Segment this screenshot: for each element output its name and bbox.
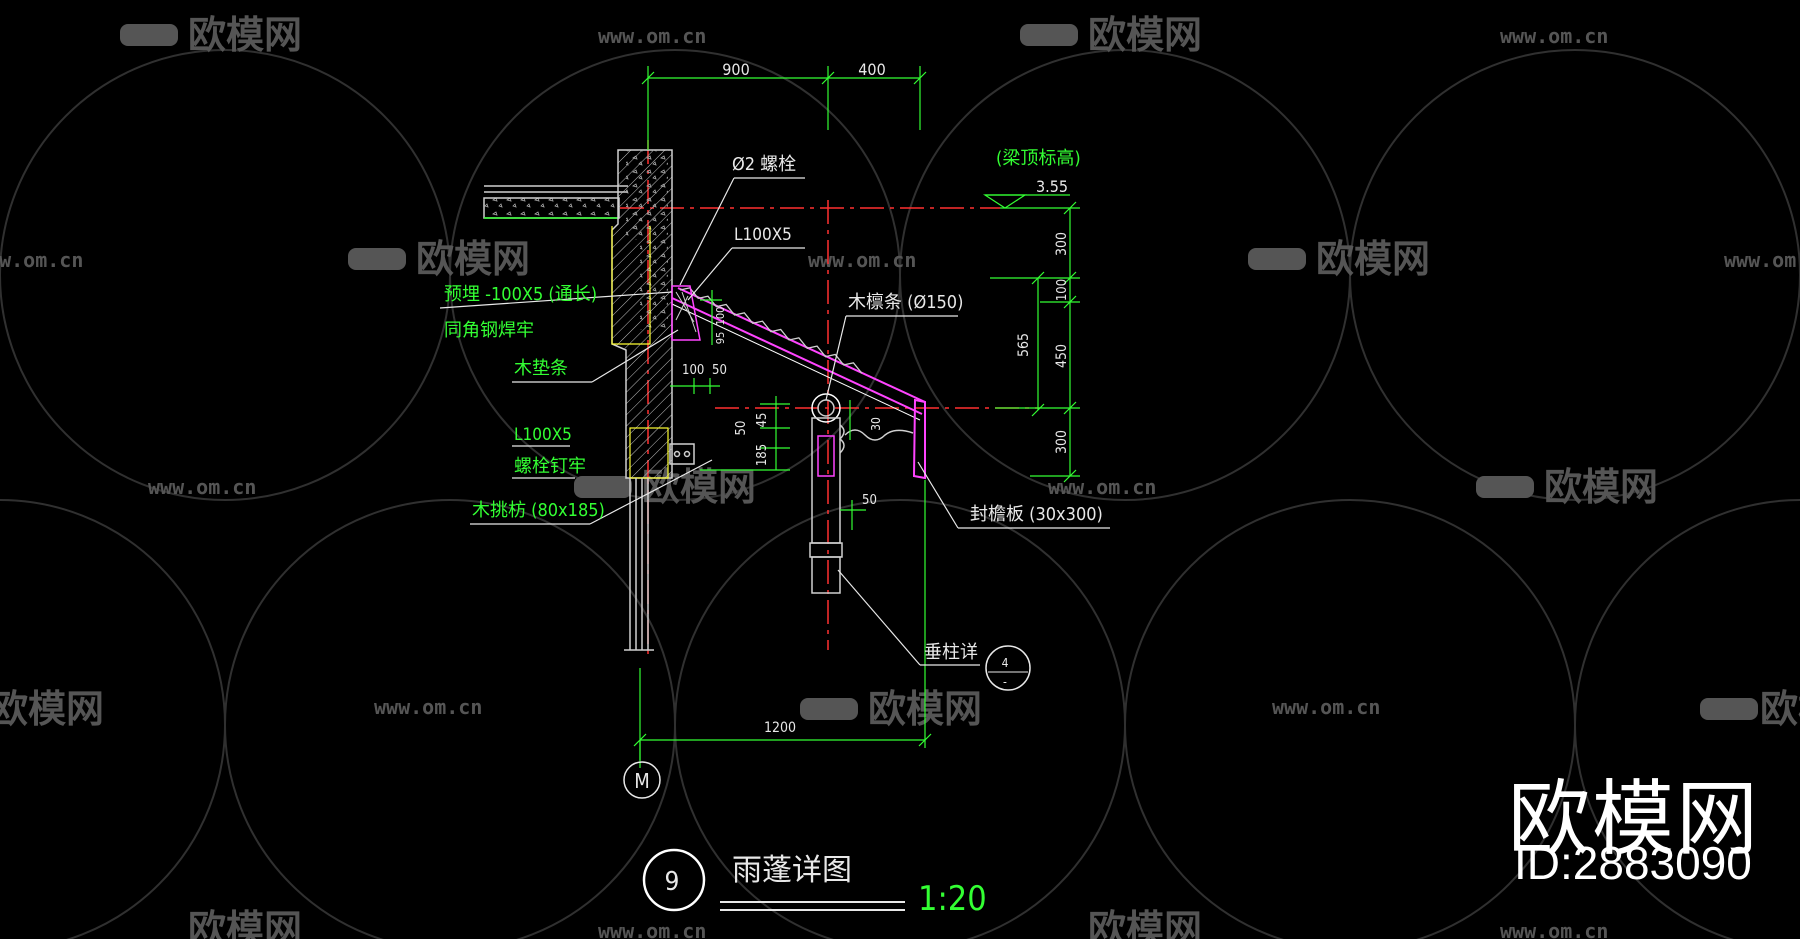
watermark-brand: 欧模网 <box>1544 465 1658 509</box>
label-wood-pad: 木垫条 <box>514 358 568 379</box>
label-angle-bottom: L100X5 <box>514 425 572 445</box>
label-purlin: 木檩条 (Ø150) <box>848 292 963 313</box>
label-bolt: Ø2 螺栓 <box>732 154 796 175</box>
dim-50-mid: 50 <box>734 421 749 436</box>
watermark-site: www.om.cn <box>1500 24 1608 48</box>
label-beam: 木挑枋 (80x185) <box>472 500 605 521</box>
watermark-site: www.om.cn <box>1724 248 1800 272</box>
axis-marker: M <box>623 761 661 799</box>
leader-lines <box>439 177 1110 666</box>
dim-right-total: 565 <box>1016 333 1032 357</box>
stamp-id: ID:2883090 <box>1514 837 1752 889</box>
watermark-arcs <box>0 49 1800 939</box>
watermark-site: www.om.cn <box>598 919 706 939</box>
dim-185: 185 <box>755 444 770 466</box>
dim-50-low: 50 <box>862 493 877 508</box>
label-fascia: 封檐板 (30x300) <box>970 504 1103 525</box>
dim-50-top: 50 <box>712 363 727 378</box>
watermark-site: www.om.cn <box>1500 919 1608 939</box>
dim-45: 45 <box>755 413 770 428</box>
watermark-brand: 欧模网 <box>1088 907 1202 939</box>
watermark-site: www.om.cn <box>808 248 916 272</box>
label-embed: 预埋 -100X5 (通长) <box>444 284 597 305</box>
annotation-labels: Ø2 螺栓 L100X5 预埋 -100X5 (通长) 同角钢焊牢 木垫条 木檩… <box>444 148 1103 663</box>
dimension-lines <box>633 66 1080 768</box>
watermark-site: www.om.cn <box>148 475 256 499</box>
dim-right-1: 300 <box>1054 232 1070 256</box>
stamp-brand: 欧模网 <box>1508 772 1761 867</box>
label-bolt-fix: 螺栓钉牢 <box>514 456 586 477</box>
detail-number: 9 <box>665 867 680 897</box>
reference-sub: - <box>1003 675 1007 689</box>
dim-right-3: 450 <box>1054 344 1070 368</box>
drawing-scale: 1:20 <box>918 879 987 919</box>
dim-right-4: 300 <box>1054 430 1070 454</box>
elevation-label: (梁顶标高) <box>996 148 1081 169</box>
center-lines <box>620 140 1040 655</box>
watermark-brand: 欧模网 <box>1760 687 1800 731</box>
watermark-brand: 欧模网 <box>1088 13 1202 57</box>
wall-section <box>483 149 695 651</box>
watermark-site: www.om.cn <box>598 24 706 48</box>
watermark-site: www.om.cn <box>1272 695 1380 719</box>
dim-top-right: 400 <box>858 60 885 79</box>
watermark-site: www.om.cn <box>374 695 482 719</box>
dimension-texts: 900 400 1200 565 300 100 450 300 100 50 … <box>682 60 1070 736</box>
watermark-brand: 欧模网 <box>188 907 302 939</box>
dim-100-left: 100 <box>682 363 704 378</box>
purlin-and-post <box>809 393 845 594</box>
watermark-sofa-icon <box>120 24 1758 720</box>
dim-bottom: 1200 <box>764 720 796 736</box>
watermark-text-group: www.om.cn www.om.cn www.om.cn www.om.cn … <box>0 13 1800 939</box>
watermark-brand: 欧模网 <box>1316 237 1430 281</box>
drawing-title: 雨蓬详图 <box>732 853 852 888</box>
title-block: 9 雨蓬详图 1:20 <box>642 848 987 919</box>
reference-circle: 4 - <box>985 645 1031 691</box>
watermark-brand: 欧模网 <box>0 687 104 731</box>
watermark-brand: 欧模网 <box>416 237 530 281</box>
label-angle-top: L100X5 <box>734 225 792 245</box>
dim-right-2: 100 <box>1055 279 1070 301</box>
dim-100-slope: 100 <box>714 307 727 326</box>
axis-label: M <box>634 769 650 793</box>
dim-95-slope: 95 <box>714 332 727 345</box>
elevation-value: 3.55 <box>1036 177 1068 196</box>
watermark-brand: 欧模网 <box>188 13 302 57</box>
watermark-site: www.om.cn <box>0 248 83 272</box>
dim-30: 30 <box>869 417 883 431</box>
watermark-site: www.om.cn <box>1048 475 1156 499</box>
dim-top-left: 900 <box>722 60 749 79</box>
label-weld: 同角钢焊牢 <box>444 320 534 341</box>
label-hanging-post: 垂柱详 <box>924 642 978 663</box>
reference-number: 4 <box>1002 656 1009 670</box>
